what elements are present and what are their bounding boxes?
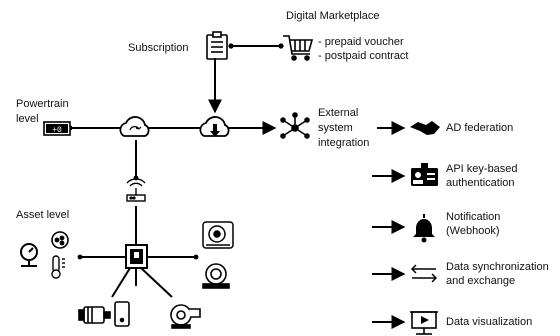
centrifugal-pump-icon — [170, 304, 201, 329]
integration-notification-line2: (Webhook) — [446, 225, 500, 237]
asset-level-label: Asset level — [16, 209, 70, 221]
svg-text:+0: +0 — [52, 126, 62, 135]
external-label-line2: system — [318, 122, 353, 134]
humidity-gauge-icon — [51, 231, 69, 249]
drive-unit-icon — [202, 221, 234, 249]
integration-api-key-line1: API key-based — [446, 163, 518, 175]
integration-sync-line1: Data synchronization — [446, 261, 549, 273]
wireless-router-icon — [126, 178, 146, 202]
subscription-label: Subscription — [128, 42, 189, 54]
cloud-sync-icon — [119, 116, 150, 137]
cloud-download-icon — [199, 116, 230, 137]
electric-motor-icon — [78, 306, 111, 324]
external-label-line3: integration — [318, 137, 370, 149]
thermometer-icon — [51, 255, 65, 279]
powertrain-label-line1: Powertrain — [16, 98, 69, 110]
sync-arrows-icon — [410, 264, 438, 283]
presentation-board-icon — [410, 311, 438, 335]
integration-notification-line1: Notification — [446, 211, 501, 223]
connector-dots — [67, 43, 284, 260]
bell-icon — [413, 214, 435, 243]
external-label-line1: External — [318, 107, 359, 119]
marketplace-title: Digital Marketplace — [286, 10, 380, 22]
control-cabinet-icon — [114, 301, 130, 327]
pump-housing-icon — [202, 263, 230, 289]
shopping-cart-icon — [283, 35, 314, 61]
marketplace-option-postpaid: - postpaid contract — [318, 50, 409, 62]
integration-sync-line2: and exchange — [446, 275, 516, 287]
handshake-icon — [410, 121, 440, 135]
id-card-icon — [411, 163, 438, 186]
integration-ad-federation: AD federation — [446, 122, 514, 134]
gateway-device-icon — [125, 244, 148, 269]
powertrain-label-line2: level — [16, 113, 39, 125]
clipboard-icon — [206, 31, 228, 60]
pressure-gauge-icon — [20, 243, 38, 267]
network-hub-icon — [280, 112, 310, 139]
powertrain-module-icon: +0 — [43, 121, 71, 136]
connector-lines — [70, 45, 406, 329]
integration-data-visualization: Data visualization — [446, 316, 533, 328]
integration-api-key-line2: authentication — [446, 177, 515, 189]
marketplace-option-prepaid: - prepaid voucher — [318, 36, 404, 48]
